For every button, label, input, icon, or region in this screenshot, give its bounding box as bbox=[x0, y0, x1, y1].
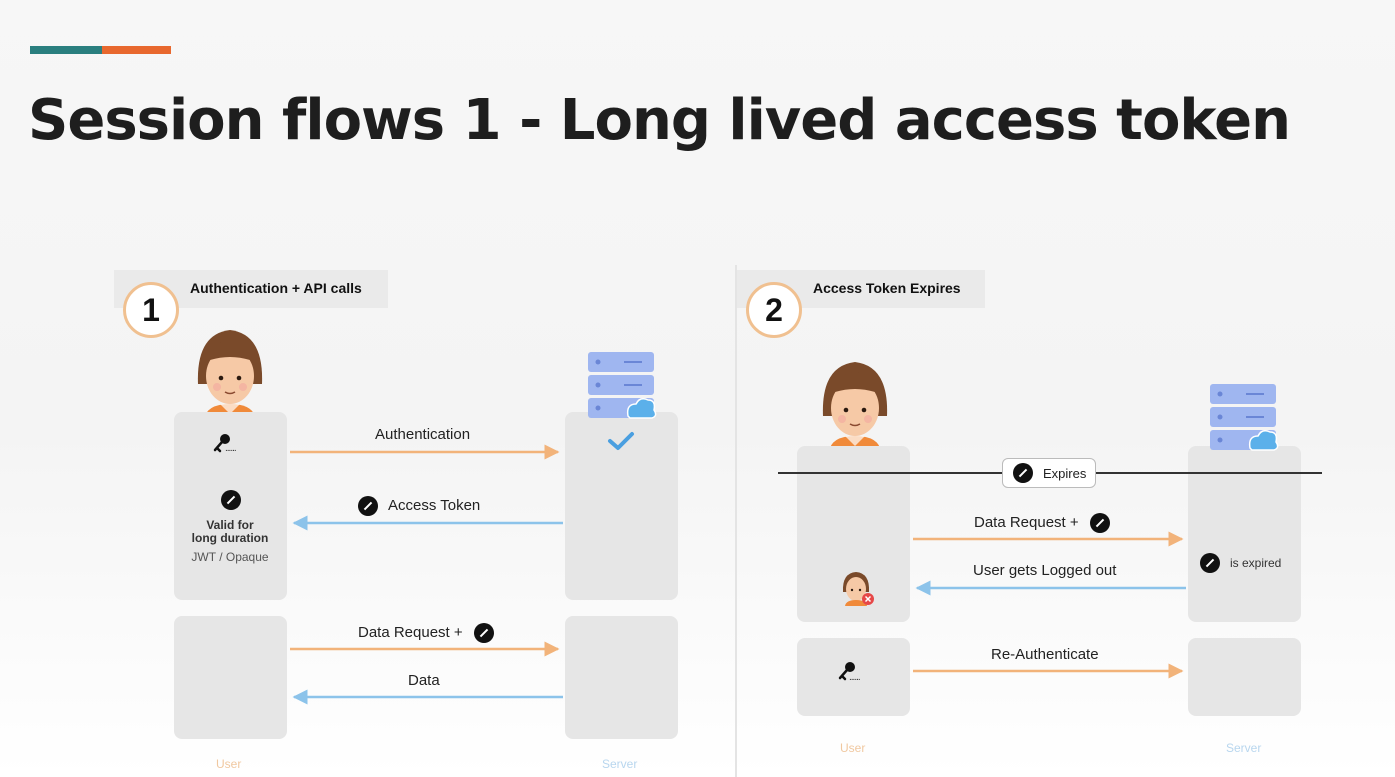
password-mask: ...... bbox=[225, 443, 237, 454]
server-column-top bbox=[1188, 446, 1301, 622]
expires-badge: Expires bbox=[1002, 458, 1096, 488]
server-column-bottom bbox=[1188, 638, 1301, 716]
server-label: Server bbox=[602, 757, 638, 771]
user-label: User bbox=[840, 741, 866, 755]
logged-out-user-icon bbox=[842, 572, 874, 606]
server-column-bottom bbox=[565, 616, 678, 739]
user-column-bottom bbox=[797, 638, 910, 716]
access-token-label: Access Token bbox=[388, 497, 481, 514]
token-note-line1: Valid for bbox=[206, 518, 254, 532]
access-token-icon bbox=[474, 623, 494, 643]
panel2-label: Access Token Expires bbox=[813, 280, 961, 296]
authentication-label: Authentication bbox=[375, 426, 471, 443]
token-type: JWT / Opaque bbox=[191, 550, 269, 564]
server-label: Server bbox=[1226, 741, 1262, 755]
panel2-step-circle: 2 bbox=[746, 282, 802, 338]
accent-bar-teal bbox=[30, 46, 102, 54]
server-icon bbox=[588, 352, 657, 419]
reauthenticate-label: Re-Authenticate bbox=[991, 646, 1099, 663]
expires-label: Expires bbox=[1043, 466, 1087, 481]
data-request-label: Data Request + bbox=[974, 514, 1079, 531]
slide-title: Session flows 1 - Long lived access toke… bbox=[28, 88, 1291, 153]
access-token-icon bbox=[358, 496, 378, 516]
access-token-icon bbox=[1090, 513, 1110, 533]
accent-bar-orange bbox=[102, 46, 171, 54]
password-mask: ...... bbox=[849, 672, 861, 683]
data-request-label: Data Request + bbox=[358, 624, 463, 641]
data-label: Data bbox=[408, 672, 440, 689]
user-avatar-icon bbox=[197, 330, 263, 420]
user-avatar-icon bbox=[822, 362, 888, 452]
server-icon bbox=[1210, 384, 1279, 451]
token-note-line2: long duration bbox=[191, 531, 269, 545]
access-token-icon bbox=[221, 490, 241, 510]
server-status: is expired bbox=[1230, 556, 1282, 570]
panel1-step-circle: 1 bbox=[123, 282, 179, 338]
expired-token-icon bbox=[1200, 553, 1220, 573]
access-token-icon bbox=[1013, 463, 1033, 483]
user-column-bottom bbox=[174, 616, 287, 739]
key-icon bbox=[838, 662, 855, 681]
logged-out-label: User gets Logged out bbox=[973, 562, 1117, 579]
user-label: User bbox=[216, 757, 242, 771]
panel1-label: Authentication + API calls bbox=[190, 280, 362, 296]
key-icon bbox=[213, 434, 230, 453]
checkmark-icon bbox=[608, 432, 634, 450]
panel-divider bbox=[735, 265, 737, 777]
